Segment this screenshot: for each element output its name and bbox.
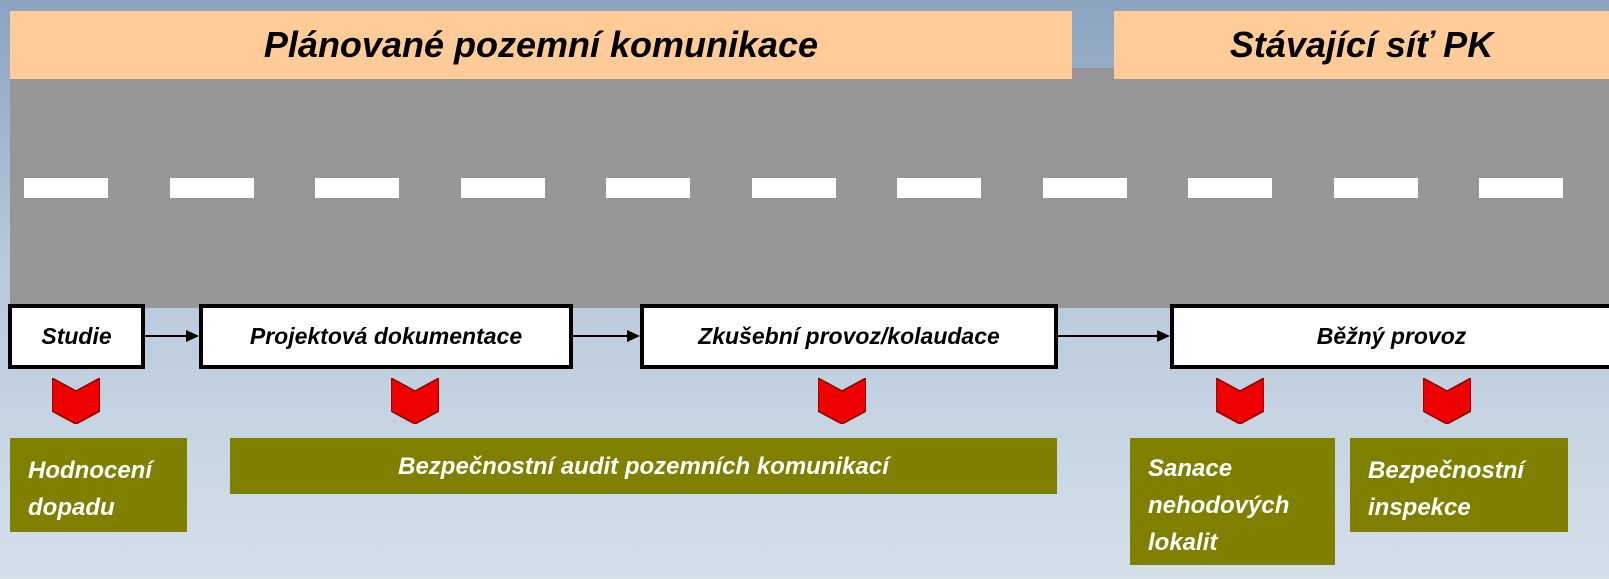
stage-label: Zkušební provoz/kolaudace: [698, 323, 1000, 349]
chevron-down-icon: [391, 378, 439, 424]
activity-safety-inspection: Bezpečnostní inspekce: [1350, 438, 1568, 532]
stage-studie: Studie: [8, 304, 145, 369]
banner-existing-label: Stávající síť PK: [1229, 24, 1494, 65]
lane-dash: [1188, 178, 1272, 198]
stage-label: Projektová dokumentace: [249, 323, 523, 349]
lane-dash: [1479, 178, 1563, 198]
chevron-down-icon: [818, 378, 866, 424]
chevron-down-icon: [1216, 378, 1264, 424]
arrow-provoz-to-bezny: [1058, 330, 1170, 342]
lane-dash: [897, 178, 981, 198]
activity-line: nehodových: [1148, 492, 1290, 519]
activity-line: Hodnocení: [28, 457, 152, 484]
chevron-down-icon: [52, 378, 100, 424]
activity-line: inspekce: [1368, 494, 1471, 521]
activity-line: Sanace: [1148, 455, 1233, 482]
stage-bezny-provoz: Běžný provoz: [1170, 304, 1609, 369]
lane-dash: [1043, 178, 1127, 198]
activity-accident-site-sanation: Sanace nehodových lokalit: [1130, 438, 1335, 565]
activity-line: Bezpečnostní: [1368, 457, 1525, 484]
stage-label: Běžný provoz: [1316, 323, 1467, 349]
lane-dash: [752, 178, 836, 198]
lane-dash: [24, 178, 108, 198]
banner-existing-network: Stávající síť PK: [1114, 11, 1609, 79]
activity-safety-audit: Bezpečnostní audit pozemních komunikací: [230, 438, 1057, 494]
stage-zkusebni-provoz: Zkušební provoz/kolaudace: [640, 304, 1058, 369]
activity-line: lokalit: [1148, 529, 1218, 556]
lane-dash: [461, 178, 545, 198]
lane-dash: [606, 178, 690, 198]
lane-dash: [1334, 178, 1418, 198]
arrow-projekt-to-provoz: [573, 330, 640, 342]
activity-line: Bezpečnostní audit pozemních komunikací: [398, 452, 889, 480]
lane-dash: [170, 178, 254, 198]
banner-planned-roads: Plánované pozemní komunikace: [10, 11, 1072, 79]
arrow-studie-to-projekt: [145, 330, 199, 342]
activity-impact-assessment: Hodnocení dopadu: [10, 438, 187, 532]
stage-projektova-dokumentace: Projektová dokumentace: [199, 304, 573, 369]
lane-dash: [315, 178, 399, 198]
stage-label: Studie: [41, 323, 112, 349]
banner-planned-label: Plánované pozemní komunikace: [263, 24, 819, 65]
activity-line: dopadu: [28, 494, 115, 521]
chevron-down-icon: [1423, 378, 1471, 424]
